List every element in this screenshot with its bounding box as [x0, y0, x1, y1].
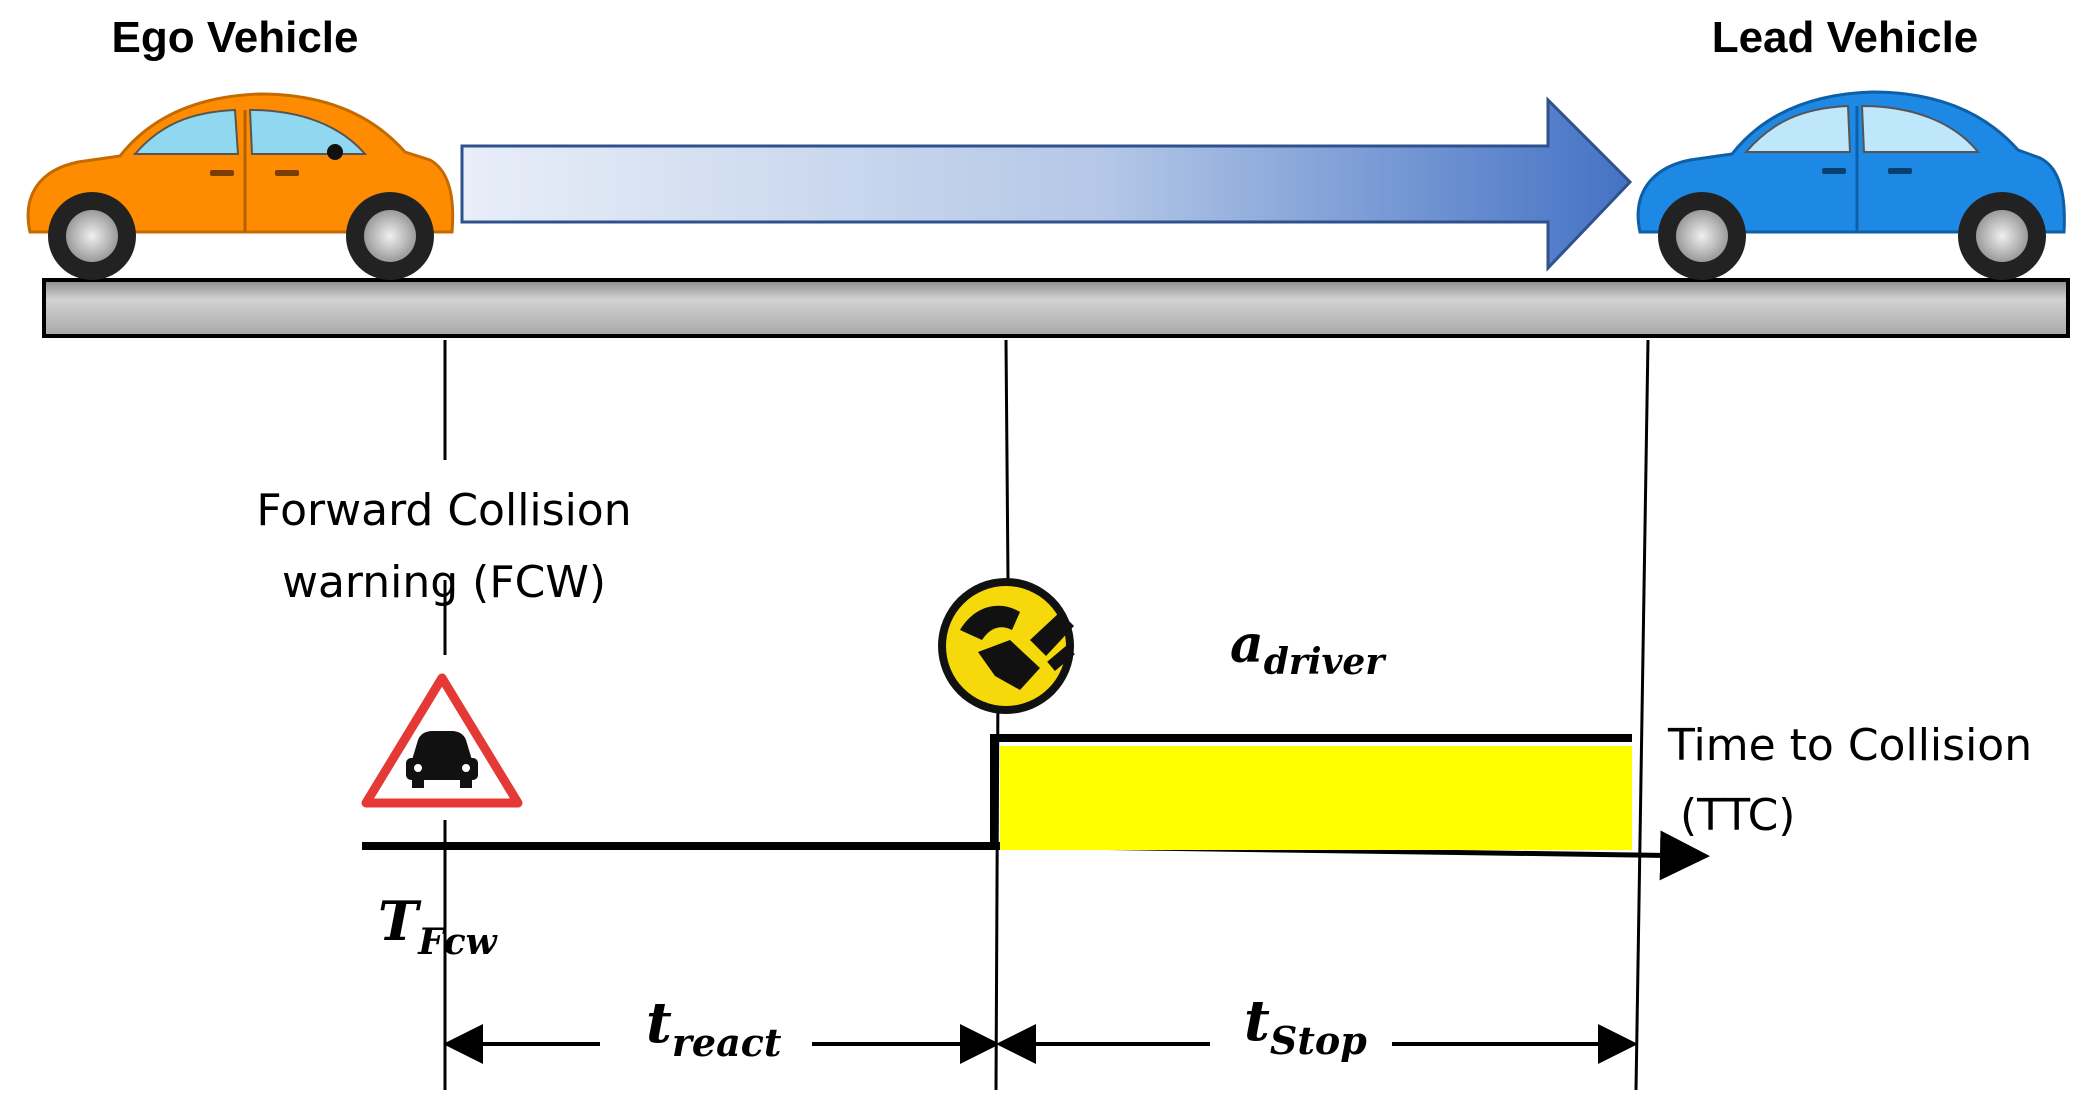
- ttc-label-line2: (TTC): [1680, 790, 1795, 841]
- collision-vertical-line: [1634, 339, 1650, 1091]
- lead-vehicle-title: Lead Vehicle: [1712, 13, 1979, 62]
- forward-collision-warning-icon: [361, 670, 523, 815]
- ego-vehicle-car-icon: [26, 92, 455, 280]
- ego-vehicle-title: Ego Vehicle: [112, 13, 359, 62]
- brake-pedal-icon: [938, 578, 1075, 714]
- a-driver-label: adriver: [1230, 614, 1387, 683]
- deceleration-region: [1000, 746, 1632, 850]
- ttc-label-line1: Time to Collision: [1667, 720, 2032, 771]
- t-react-label: treact: [646, 990, 782, 1065]
- road: [42, 278, 2070, 338]
- lead-vehicle-car-icon: [1636, 90, 2066, 280]
- fcw-label-line1: Forward Collision: [256, 485, 631, 536]
- reaction-vertical-line-top: [1004, 339, 1010, 581]
- motion-arrow: [460, 96, 1633, 272]
- deceleration-step-outline: [990, 734, 1632, 846]
- fcw-label-line2: warning (FCW): [282, 557, 606, 608]
- t-stop-label: tStop: [1244, 988, 1367, 1063]
- t-fcw-label: TFcw: [378, 889, 499, 963]
